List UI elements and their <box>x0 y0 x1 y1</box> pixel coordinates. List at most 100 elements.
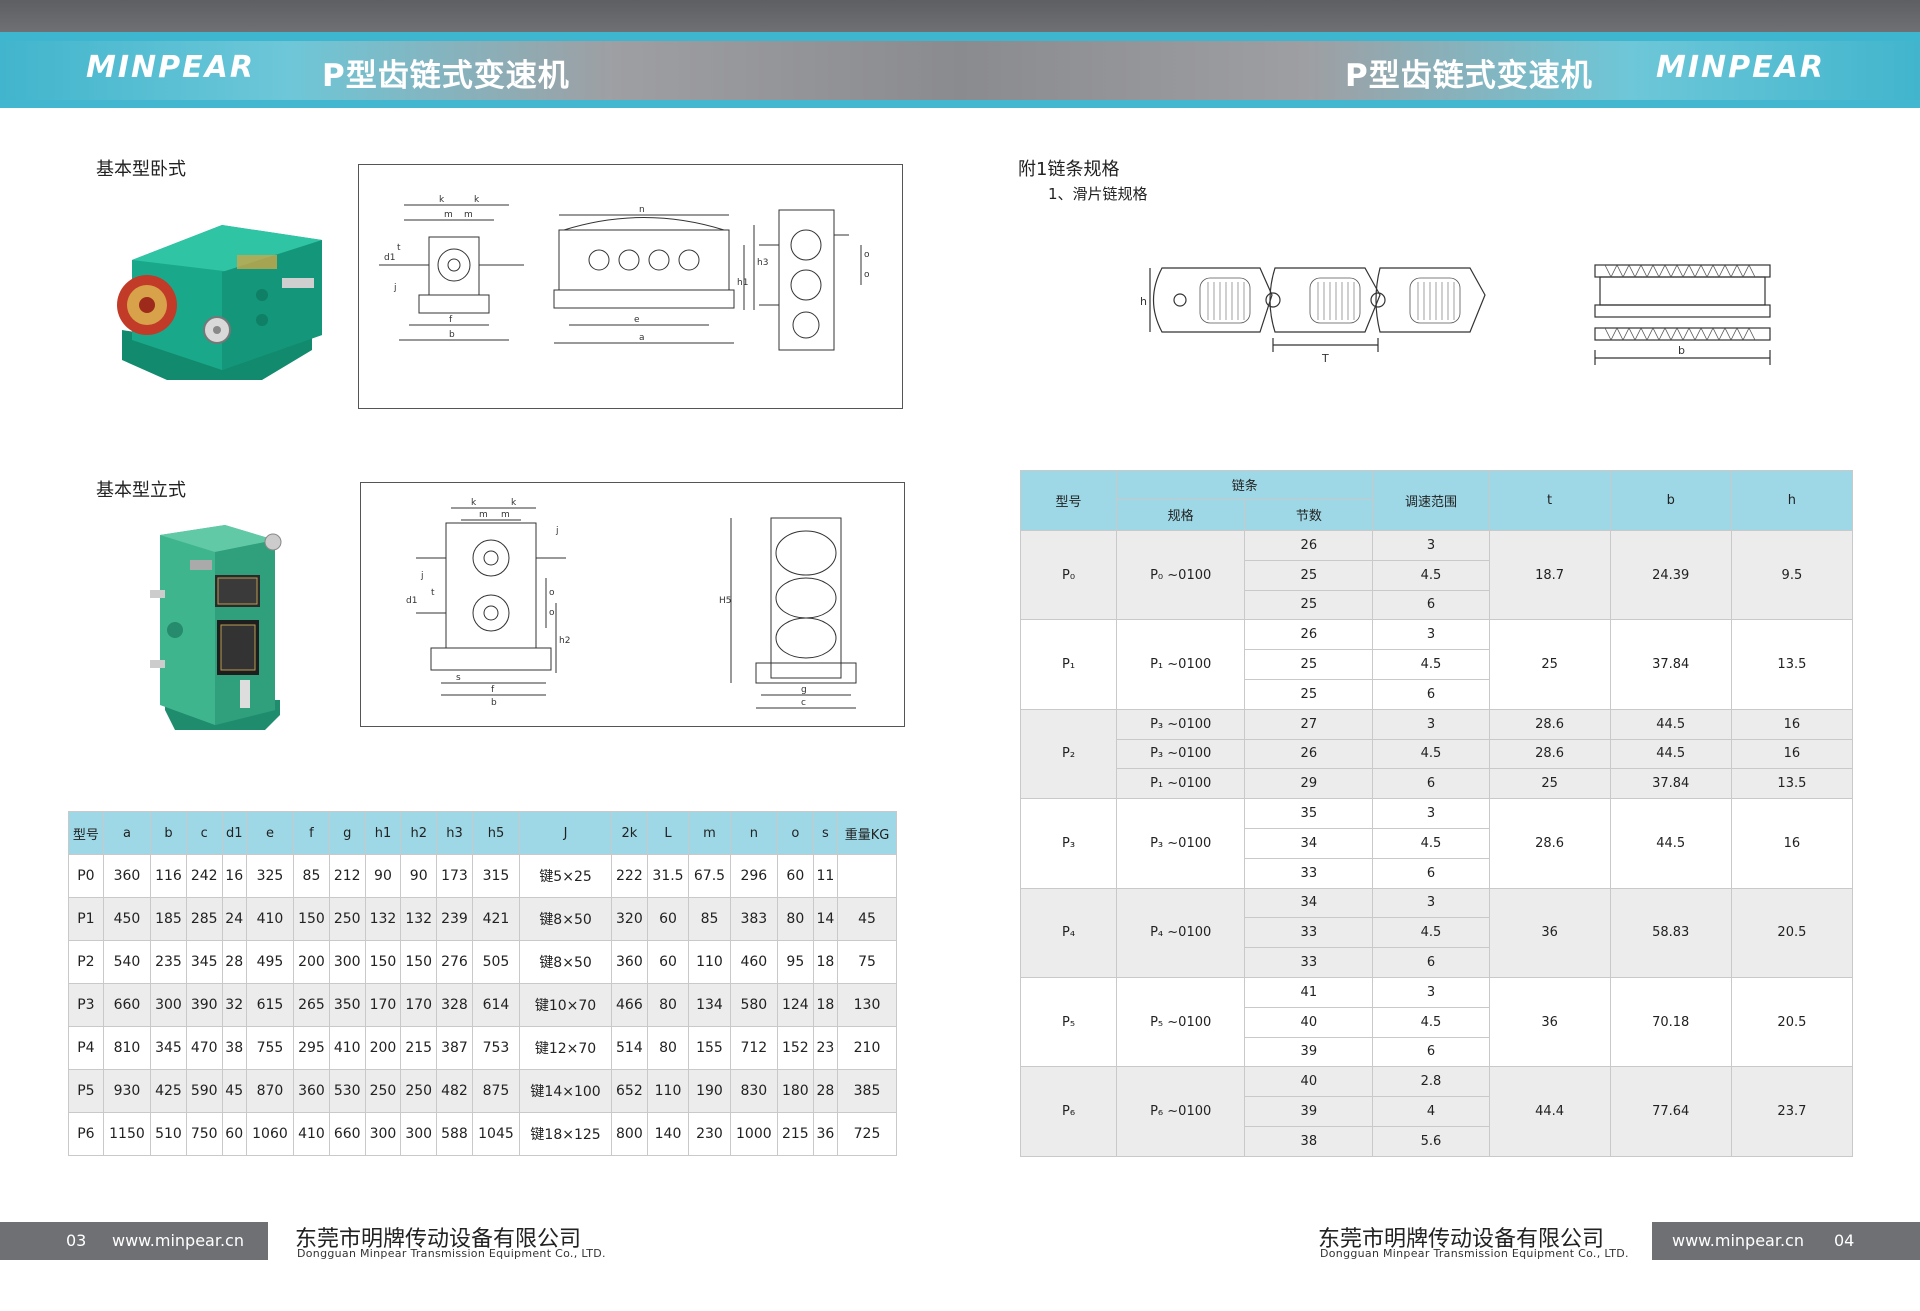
table-cell: 295 <box>293 1026 330 1070</box>
table-cell: 725 <box>836 1112 898 1156</box>
spec-col-header: d1 <box>221 811 247 855</box>
table-cell: 588 <box>436 1112 473 1156</box>
table-cell: 28.6 <box>1488 708 1611 740</box>
table-cell: 60 <box>646 897 690 941</box>
table-cell: 45 <box>221 1069 247 1113</box>
dim-label: k <box>471 498 477 508</box>
dim-label-T: T <box>1321 352 1329 365</box>
brand-logo-right: MINPEAR <box>1656 50 1825 85</box>
table-cell: 4 <box>1372 1096 1490 1127</box>
table-cell: 810 <box>102 1026 152 1070</box>
table-cell: 514 <box>611 1026 648 1070</box>
section-title-vertical: 基本型立式 <box>96 480 186 501</box>
table-cell: P₄ <box>1019 887 1118 978</box>
table-cell: 235 <box>150 940 187 984</box>
table-cell: 1150 <box>102 1112 152 1156</box>
table-cell: P₄ ~0100 <box>1116 887 1246 978</box>
table-cell: 24.39 <box>1609 529 1732 621</box>
table-cell: 1000 <box>729 1112 778 1156</box>
table-cell: 80 <box>646 983 690 1027</box>
table-cell: 185 <box>150 897 187 941</box>
table-cell: 470 <box>185 1026 223 1070</box>
table-cell: 134 <box>688 983 731 1027</box>
spec-col-header: h5 <box>471 811 521 855</box>
dim-label: h3 <box>757 258 768 268</box>
website-link-left[interactable]: www.minpear.cn <box>112 1231 244 1250</box>
table-cell: 40 <box>1244 1066 1374 1098</box>
dim-label: g <box>801 685 807 695</box>
table-cell: 250 <box>364 1069 402 1113</box>
dim-label: h2 <box>559 636 570 646</box>
table-cell: 36 <box>812 1112 838 1156</box>
table-cell: 75 <box>836 940 898 984</box>
table-cell: 315 <box>471 854 521 898</box>
table-cell: 41 <box>1244 976 1374 1008</box>
table-cell: 755 <box>245 1026 295 1070</box>
table-cell: P₂ <box>1019 708 1118 800</box>
table-cell: 38 <box>1244 1125 1374 1157</box>
machine-photo-vertical <box>145 520 285 735</box>
table-cell: P₆ ~0100 <box>1116 1066 1246 1157</box>
table-cell: 530 <box>328 1069 366 1113</box>
table-cell: 875 <box>471 1069 521 1113</box>
dim-label: o <box>549 608 555 618</box>
table-cell: 26 <box>1244 738 1374 770</box>
table-cell: 712 <box>729 1026 778 1070</box>
header-top-bar <box>0 0 1920 32</box>
table-cell: 25 <box>1244 559 1374 591</box>
table-cell: 20.5 <box>1730 976 1854 1068</box>
dim-label: c <box>801 698 806 708</box>
table-cell: 200 <box>364 1026 402 1070</box>
website-link-right[interactable]: www.minpear.cn <box>1672 1231 1804 1250</box>
table-cell: 39 <box>1244 1036 1374 1068</box>
dim-label: t <box>431 588 435 598</box>
table-cell: 215 <box>400 1026 438 1070</box>
table-cell: P₃ ~0100 <box>1116 738 1246 770</box>
table-cell: P₁ <box>1019 619 1118 710</box>
table-cell: 键18×125 <box>519 1112 612 1156</box>
table-cell: 31.5 <box>646 854 690 898</box>
table-cell: 28.6 <box>1488 738 1611 770</box>
table-cell: 150 <box>400 940 438 984</box>
table-cell: 116 <box>150 854 187 898</box>
table-cell: 键10×70 <box>519 983 612 1027</box>
table-cell: 482 <box>436 1069 473 1113</box>
table-cell: 870 <box>245 1069 295 1113</box>
table-cell: 6 <box>1372 768 1490 800</box>
table-cell: 33 <box>1244 917 1374 949</box>
table-cell: 85 <box>688 897 731 941</box>
table-cell: P₃ ~0100 <box>1116 708 1246 740</box>
table-cell: 36 <box>1488 976 1611 1068</box>
table-cell: P₆ <box>1019 1066 1118 1157</box>
table-cell: 130 <box>836 983 898 1027</box>
table-cell: 276 <box>436 940 473 984</box>
table-cell: 14 <box>812 897 838 941</box>
table-cell: 328 <box>436 983 473 1027</box>
spec-col-header: b <box>150 811 187 855</box>
table-cell: 16 <box>1730 798 1854 889</box>
table-cell: 44.5 <box>1609 708 1732 740</box>
table-cell: 212 <box>328 854 366 898</box>
table-cell: 77.64 <box>1609 1066 1732 1157</box>
table-cell: 键14×100 <box>519 1069 612 1113</box>
table-cell: 58.83 <box>1609 887 1732 978</box>
table-cell: 6 <box>1372 947 1490 978</box>
th-links: 节数 <box>1244 498 1374 532</box>
spec-col-header: m <box>688 811 731 855</box>
table-cell: 67.5 <box>688 854 731 898</box>
header-band <box>0 41 1920 100</box>
table-cell: 250 <box>400 1069 438 1113</box>
table-cell: 2.8 <box>1372 1066 1490 1098</box>
footer-bar-left: 03 www.minpear.cn <box>0 1222 268 1260</box>
table-cell: 33 <box>1244 947 1374 978</box>
table-cell: 9.5 <box>1730 529 1854 621</box>
